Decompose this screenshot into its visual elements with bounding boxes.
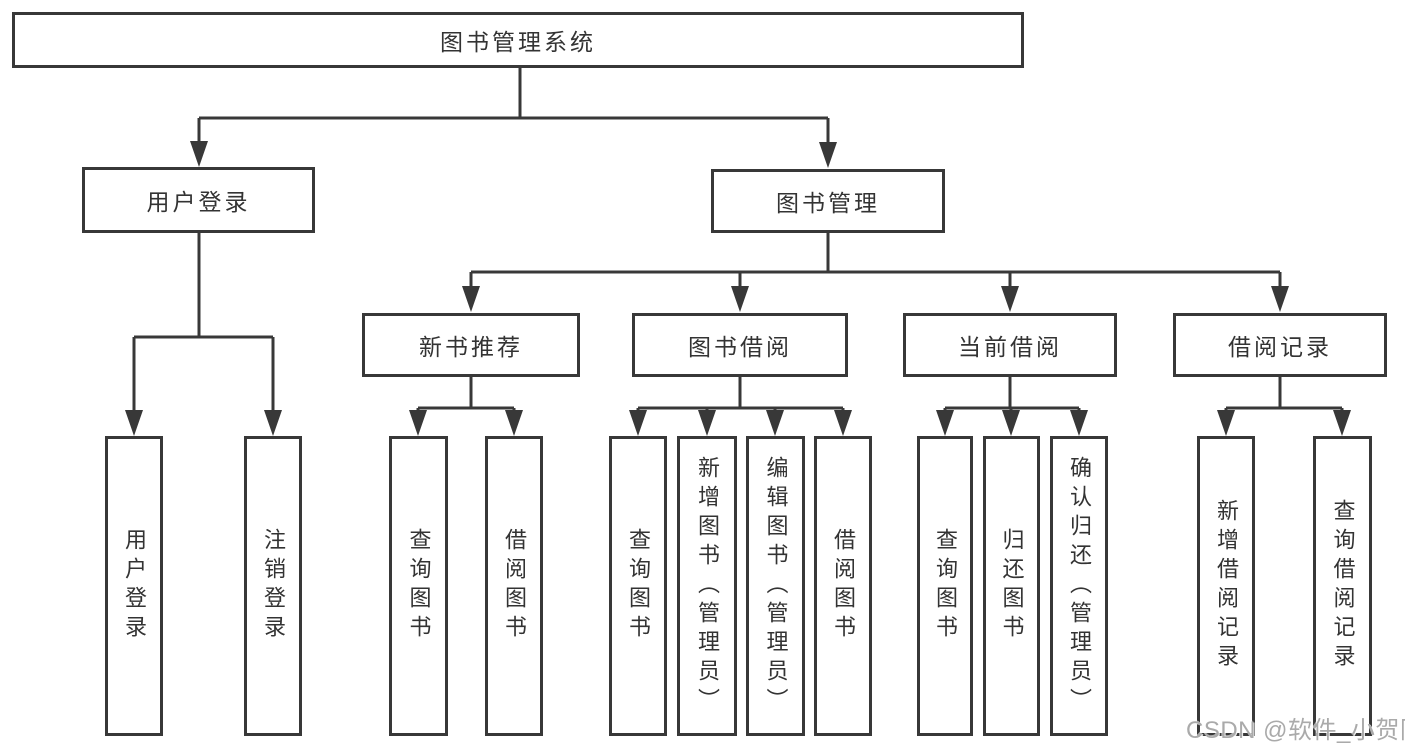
node-label: 新书推荐 — [419, 334, 523, 360]
node-label: 查询图书 — [406, 528, 432, 644]
node-label: 编辑图书（管理员） — [763, 455, 789, 717]
node-leaf-newbooks-borrow-books: 借阅图书 — [485, 436, 543, 736]
node-label: 图书管理 — [776, 190, 880, 216]
node-label: 用户登录 — [122, 528, 147, 644]
node-leaf-borrow-add-books-admin: 新增图书（管理员） — [677, 436, 737, 736]
arrowhead-path — [125, 141, 1351, 436]
node-label: 查询借阅记录 — [1330, 499, 1356, 673]
node-leaf-current-query-books: 查询图书 — [917, 436, 973, 736]
node-label: 新增图书（管理员） — [695, 455, 720, 717]
node-current-borrowing: 当前借阅 — [903, 313, 1117, 377]
node-leaf-borrow-edit-books-admin: 编辑图书（管理员） — [746, 436, 805, 736]
node-label: 新增借阅记录 — [1214, 499, 1239, 673]
node-label: 借阅图书 — [831, 528, 856, 644]
node-label: 归还图书 — [999, 528, 1025, 644]
node-label: 借阅图书 — [502, 528, 527, 644]
node-leaf-records-add-record: 新增借阅记录 — [1197, 436, 1255, 736]
node-label: 当前借阅 — [958, 334, 1062, 360]
node-leaf-newbooks-query-books: 查询图书 — [389, 436, 448, 736]
node-leaf-user-login: 用户登录 — [105, 436, 163, 736]
node-library-management-system: 图书管理系统 — [12, 12, 1024, 68]
node-leaf-logout: 注销登录 — [244, 436, 302, 736]
node-leaf-borrow-borrow-books: 借阅图书 — [814, 436, 872, 736]
node-leaf-borrow-query-books: 查询图书 — [609, 436, 667, 736]
node-label: 图书借阅 — [688, 334, 792, 360]
node-leaf-records-query-record: 查询借阅记录 — [1313, 436, 1372, 736]
node-label: 确认归还（管理员） — [1067, 455, 1092, 717]
node-label: 图书管理系统 — [440, 29, 596, 55]
node-label: 借阅记录 — [1228, 334, 1332, 360]
node-user-login: 用户登录 — [82, 167, 315, 233]
node-book-management: 图书管理 — [711, 169, 945, 233]
node-leaf-current-return-books: 归还图书 — [983, 436, 1040, 736]
node-label: 注销登录 — [261, 528, 286, 644]
node-book-borrowing: 图书借阅 — [632, 313, 848, 377]
node-label: 用户登录 — [146, 189, 251, 215]
node-label: 查询图书 — [933, 528, 958, 644]
node-leaf-current-confirm-return-admin: 确认归还（管理员） — [1050, 436, 1108, 736]
node-borrowing-records: 借阅记录 — [1173, 313, 1387, 377]
node-new-book-recommend: 新书推荐 — [362, 313, 580, 377]
csdn-watermark: CSDN @软件_小贺同学 — [1186, 717, 1405, 744]
node-label: 查询图书 — [626, 528, 651, 644]
